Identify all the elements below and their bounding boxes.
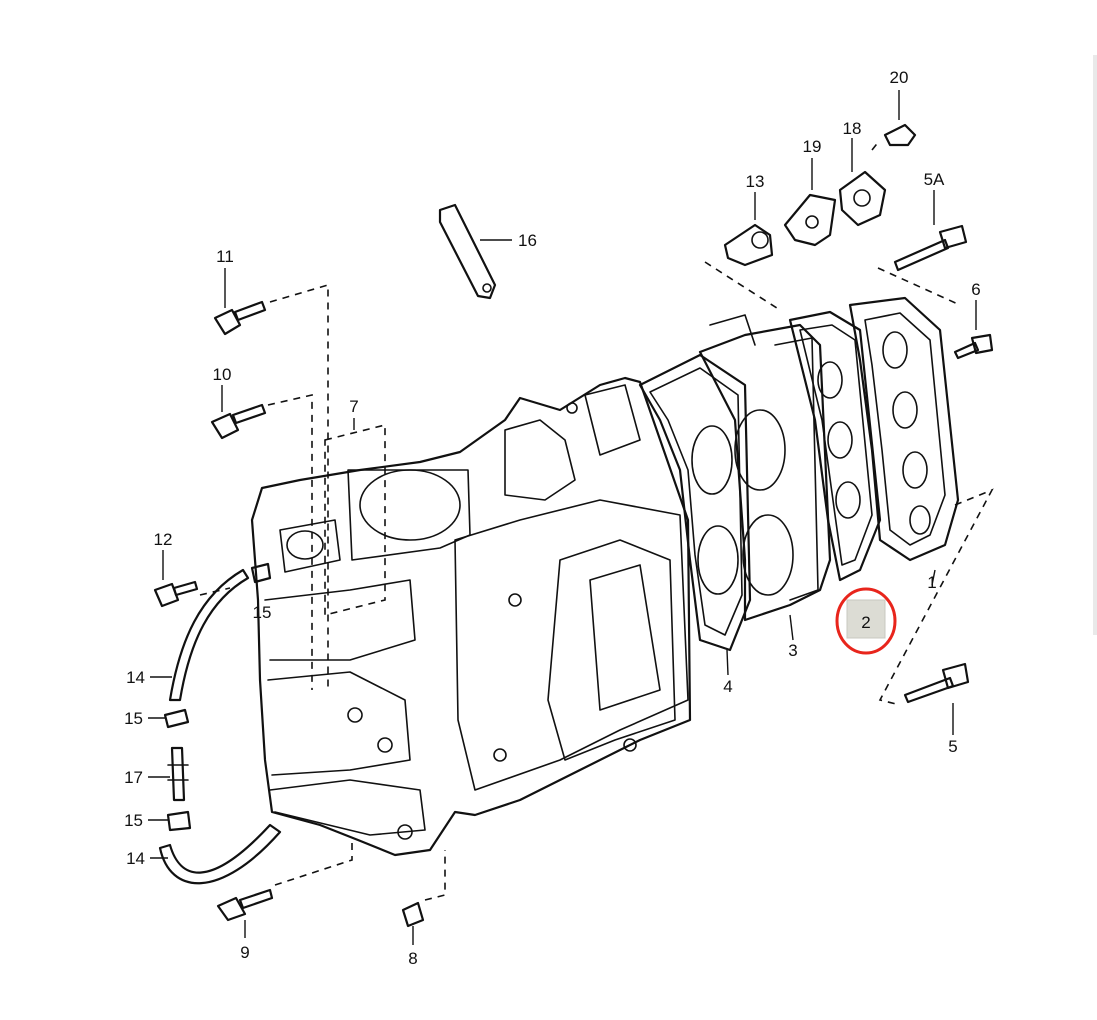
callout-14-lower[interactable]: 14 [126, 849, 145, 868]
thermostat-part-13 [723, 223, 774, 267]
callout-6[interactable]: 6 [971, 280, 980, 299]
callout-14-upper[interactable]: 14 [126, 668, 145, 687]
callout-10[interactable]: 10 [213, 365, 232, 384]
highlight-circle [835, 587, 897, 655]
callout-8[interactable]: 8 [408, 949, 417, 968]
callout-12[interactable]: 12 [154, 530, 173, 549]
callout-5[interactable]: 5 [948, 737, 957, 756]
plug-part-8 [401, 901, 425, 928]
callout-16[interactable]: 16 [518, 231, 537, 250]
callout-1[interactable]: 1 [927, 573, 936, 592]
part-2-highlight [835, 587, 897, 655]
callout-15-upper[interactable]: 15 [253, 603, 272, 622]
bolt-part-10 [210, 403, 267, 440]
callout-4[interactable]: 4 [723, 677, 732, 696]
bolt-part-5a [893, 224, 968, 272]
water-jacket-gasket-part-2 [788, 310, 882, 582]
bolt-part-11 [213, 300, 267, 336]
callout-20[interactable]: 20 [890, 68, 909, 87]
hose-part-14-lower [158, 823, 282, 885]
thermostat-cover-part-18 [838, 170, 887, 227]
callout-labels: 20 18 19 13 5A 16 11 6 10 7 12 15 1 2 3 … [124, 68, 981, 968]
water-jacket-cover-part-1 [848, 296, 960, 562]
callout-19[interactable]: 19 [803, 137, 822, 156]
callout-7[interactable]: 7 [349, 397, 358, 416]
bolt-part-5 [903, 662, 970, 704]
callout-leaders [148, 90, 977, 945]
callout-5a[interactable]: 5A [924, 170, 945, 189]
cylinder-block [250, 376, 692, 857]
bolt-part-9 [216, 888, 274, 922]
callout-15-lower[interactable]: 15 [124, 811, 143, 830]
callout-18[interactable]: 18 [843, 119, 862, 138]
thermostat-gasket-part-19 [783, 193, 837, 247]
callout-9[interactable]: 9 [240, 943, 249, 962]
clip-part-15 [163, 562, 272, 832]
callout-2[interactable]: 2 [861, 613, 870, 632]
callout-17[interactable]: 17 [124, 768, 143, 787]
cylinder-head-part-3 [698, 314, 832, 622]
head-gasket-part-4 [638, 353, 752, 652]
callout-11[interactable]: 11 [216, 247, 234, 266]
callout-13[interactable]: 13 [746, 172, 765, 191]
hose-part-14-upper [168, 568, 250, 702]
callout-15-middle[interactable]: 15 [124, 709, 143, 728]
anode-part-16 [438, 203, 497, 300]
callout-3[interactable]: 3 [788, 641, 797, 660]
scrollbar-track[interactable] [1093, 55, 1097, 635]
assembly-lines [199, 139, 994, 901]
fitting-part-17 [167, 746, 189, 802]
bolt-part-6 [953, 333, 994, 360]
bolt-part-12 [153, 580, 199, 608]
bolt-part-20 [883, 123, 917, 147]
